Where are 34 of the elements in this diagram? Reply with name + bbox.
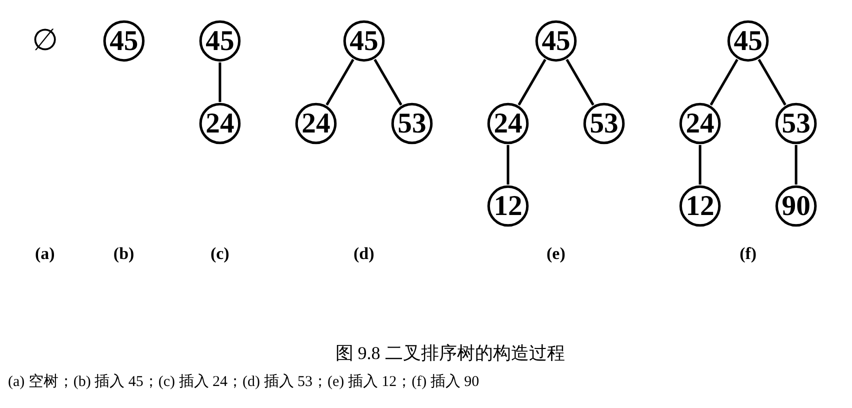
connector [374, 58, 402, 106]
node-circle: 24 [679, 102, 721, 144]
panel-label: (b) [113, 244, 134, 264]
node-circle: 90 [775, 185, 817, 227]
node-circle: 45 [343, 20, 385, 62]
node-circle: 45 [199, 20, 241, 62]
connector [698, 144, 702, 185]
node-circle: 45 [727, 20, 769, 62]
connector [218, 62, 222, 102]
node-circle: 12 [679, 185, 721, 227]
node-circle: 53 [775, 102, 817, 144]
connector [710, 58, 738, 106]
empty-set-symbol: ∅ [32, 24, 58, 57]
node-circle: 24 [487, 102, 529, 144]
node-circle: 24 [295, 102, 337, 144]
node-circle: 45 [103, 20, 145, 62]
node-circle: 53 [391, 102, 433, 144]
connector [506, 144, 510, 185]
panel-label: (a) [35, 244, 55, 264]
panel-label: (e) [546, 244, 566, 264]
connector [518, 58, 546, 106]
connector [566, 58, 594, 106]
figure-caption: 图 9.8 二叉排序树的构造过程 [334, 342, 566, 364]
panel-label: (c) [210, 244, 230, 264]
subfigure-caption-list: (a) 空树；(b) 插入 45；(c) 插入 24；(d) 插入 53；(e) 插入 12；(f) 插入 90 [8, 372, 480, 392]
panel-label: (f) [740, 244, 757, 264]
node-circle: 53 [583, 102, 625, 144]
connector [758, 58, 786, 106]
node-circle: 12 [487, 185, 529, 227]
node-circle: 24 [199, 102, 241, 144]
node-circle: 45 [535, 20, 577, 62]
connector [794, 144, 798, 185]
panel-label: (d) [353, 244, 374, 264]
connector [326, 58, 354, 106]
